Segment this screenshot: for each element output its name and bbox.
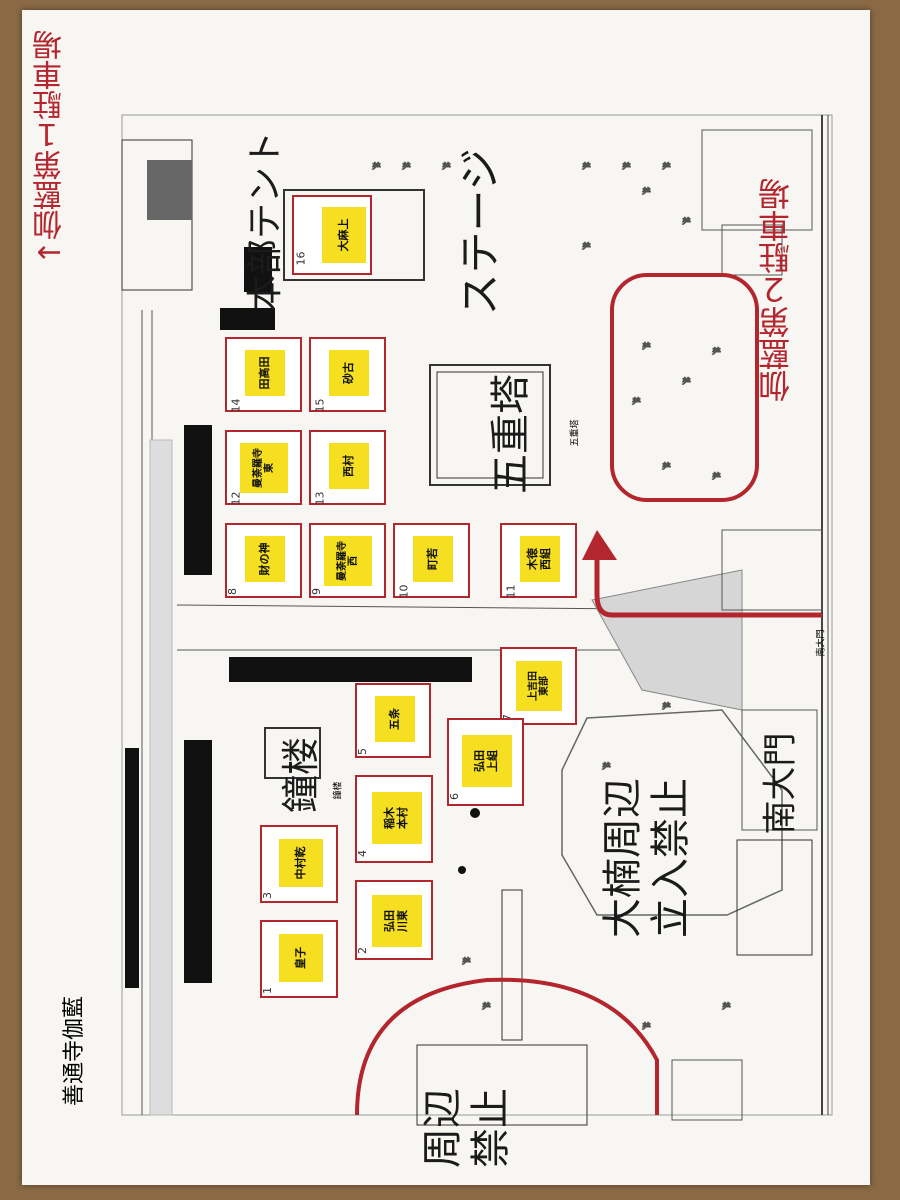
svg-text:⺶: ⺶: [622, 161, 631, 173]
wall-bar: [220, 308, 275, 330]
booth-number: 14: [229, 398, 243, 413]
booth-name: 大麻上: [322, 207, 366, 263]
booth-name: 曼荼羅寺 東: [240, 443, 288, 493]
booth-name: 弘田 上組: [462, 735, 512, 787]
wall-bar: [184, 425, 212, 575]
booth-5[interactable]: 五条 5: [355, 683, 431, 758]
lower-restriction-label: 周辺 禁止: [420, 1088, 514, 1168]
booth-name: 上吉田 東部: [516, 661, 562, 711]
wall-bar: [244, 247, 272, 292]
booth-name: 中村乾: [279, 839, 323, 887]
booth-4[interactable]: 稲木 本村 4: [355, 775, 433, 863]
svg-text:⺶: ⺶: [482, 1001, 491, 1013]
wall-bar: [125, 748, 139, 988]
booth-8[interactable]: 財の神 8: [225, 523, 302, 598]
booth-1[interactable]: 皇子 1: [260, 920, 338, 998]
booth-number: 12: [229, 491, 243, 506]
nandaimon-label: 南大門: [760, 732, 801, 835]
svg-text:⺶: ⺶: [642, 186, 651, 198]
booth-number: 10: [397, 584, 411, 599]
svg-text:⺶: ⺶: [712, 346, 721, 358]
wall-bar: [229, 657, 472, 682]
svg-text:⺶: ⺶: [442, 161, 451, 173]
booth-number: 6: [448, 793, 461, 800]
temple-name-label: 善通寺伽藍: [62, 995, 87, 1106]
svg-text:⺶: ⺶: [642, 1021, 651, 1033]
map-sheet: ⺶⺶⺶ ⺶⺶⺶ ⺶⺶⺶ ⺶⺶⺶ ⺶⺶⺶ ⺶⺶⺶ ⺶⺶⺶ ↑伽藍第１駐車場 伽藍第…: [22, 10, 870, 1185]
booth-9[interactable]: 曼荼羅寺 西 9: [309, 523, 386, 598]
booth-name: 財の神: [245, 536, 285, 582]
svg-text:⺶: ⺶: [582, 241, 591, 253]
svg-text:⺶: ⺶: [462, 956, 471, 968]
booth-name: 町若: [413, 536, 453, 582]
svg-text:⺶: ⺶: [402, 161, 411, 173]
svg-text:⺶: ⺶: [632, 396, 641, 408]
booth-16[interactable]: 大麻上 16: [292, 195, 372, 275]
booth-number: 1: [261, 987, 274, 994]
booth-name: 五条: [375, 696, 415, 742]
booth-13[interactable]: 西村 13: [309, 430, 386, 506]
svg-text:⺶: ⺶: [662, 161, 671, 173]
booth-number: 9: [310, 588, 323, 595]
booth-number: 3: [261, 892, 274, 899]
booth-6[interactable]: 弘田 上組 6: [447, 718, 524, 806]
svg-text:⺶: ⺶: [662, 701, 671, 713]
honbu-tent-label: 本部テント: [245, 130, 286, 311]
booth-name: 田高田: [245, 350, 285, 396]
wall-bar: [184, 740, 212, 983]
svg-text:⺶: ⺶: [712, 471, 721, 483]
booth-name: 曼荼羅寺 西: [324, 536, 372, 586]
parking-1-label: ↑伽藍第１駐車場: [33, 30, 68, 266]
booth-14[interactable]: 田高田 14: [225, 337, 302, 413]
stage-label: ステージ: [455, 148, 505, 316]
booth-number: 15: [313, 398, 327, 413]
svg-text:⺶: ⺶: [372, 161, 381, 173]
booth-15[interactable]: 砂古 15: [309, 337, 386, 413]
booth-number: 11: [504, 584, 518, 599]
booth-10[interactable]: 町若 10: [393, 523, 470, 599]
site-plan-linework: ⺶⺶⺶ ⺶⺶⺶ ⺶⺶⺶ ⺶⺶⺶ ⺶⺶⺶ ⺶⺶⺶ ⺶⺶⺶: [121, 114, 833, 1126]
booth-number: 2: [356, 947, 369, 954]
bell-tower-label: 鐘楼: [279, 736, 323, 813]
svg-text:⺶: ⺶: [602, 761, 611, 773]
booth-name: 木徳 西組: [520, 536, 560, 582]
camphor-restriction-label: 大楠周辺 立入禁止: [600, 778, 694, 938]
booth-number: 13: [313, 491, 327, 506]
pagoda-label: 五重塔: [488, 374, 534, 494]
svg-text:⺶: ⺶: [582, 161, 591, 173]
booth-7[interactable]: 上吉田 東部 7: [500, 647, 577, 725]
booth-number: 4: [356, 850, 369, 857]
nandaimon-small-label: 南大門: [816, 629, 827, 657]
booth-12[interactable]: 曼荼羅寺 東 12: [225, 430, 302, 506]
bell-tower-small-label: 鐘楼: [333, 781, 344, 800]
booth-name: 皇子: [279, 934, 323, 982]
parking-2-label: 伽藍第２駐車場: [757, 178, 795, 402]
svg-text:⺶: ⺶: [682, 216, 691, 228]
booth-name: 西村: [329, 443, 369, 489]
booth-name: 弘田 川東: [372, 895, 422, 947]
booth-number: 5: [356, 748, 369, 755]
svg-text:⺶: ⺶: [662, 461, 671, 473]
svg-text:⺶: ⺶: [722, 1001, 731, 1013]
svg-text:⺶: ⺶: [642, 341, 651, 353]
booth-number: 8: [226, 588, 239, 595]
booth-name: 稲木 本村: [372, 792, 422, 844]
booth-11[interactable]: 木徳 西組 11: [500, 523, 577, 599]
booth-number: 16: [294, 251, 308, 266]
svg-text:⺶: ⺶: [682, 376, 691, 388]
booth-name: 砂古: [329, 350, 369, 396]
pagoda-small-label: 五重塔: [570, 419, 581, 447]
booth-3[interactable]: 中村乾 3: [260, 825, 338, 903]
booth-2[interactable]: 弘田 川東 2: [355, 880, 433, 960]
